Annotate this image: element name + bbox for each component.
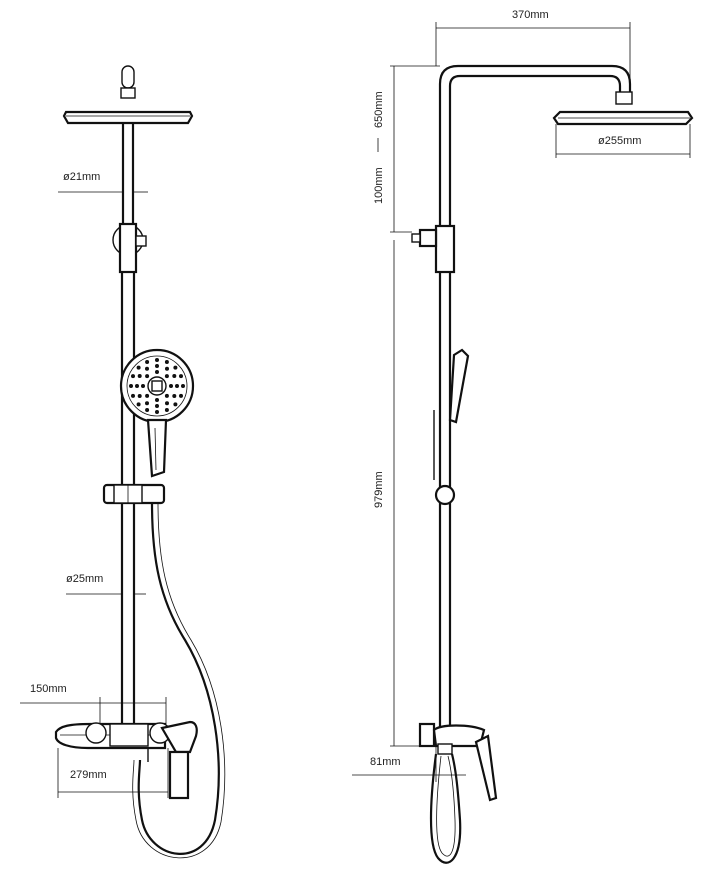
nozzle-dot — [131, 393, 135, 398]
nozzle-dot — [137, 394, 142, 398]
side-diverter-body — [434, 224, 456, 274]
nozzle-dot — [164, 360, 169, 364]
side-lever — [474, 734, 498, 802]
dim-label-150: 150mm — [30, 683, 67, 695]
nozzle-dot — [155, 364, 159, 368]
hose-inner — [132, 502, 226, 859]
hand-shower-nozzles — [129, 358, 185, 414]
shelf-mount — [109, 723, 149, 747]
nozzle-dot — [155, 410, 159, 414]
side-head-connector — [615, 91, 633, 105]
nozzle-dot — [145, 360, 150, 364]
side-diverter-tip — [411, 233, 421, 243]
nozzle-dot — [155, 370, 159, 374]
mixer-body — [168, 750, 190, 800]
left-connector — [85, 722, 107, 744]
nozzle-dot — [173, 365, 178, 370]
rain-head-front — [62, 110, 194, 125]
nozzle-dot — [145, 393, 150, 398]
dim-label-370: 370mm — [512, 9, 549, 21]
handle-detail — [154, 427, 157, 471]
nozzle-dot — [179, 393, 183, 398]
dim-label-100: 100mm — [373, 167, 385, 204]
hose-outer — [137, 502, 220, 855]
nozzle-dot — [175, 384, 179, 388]
dim-label-25: ø25mm — [66, 573, 103, 585]
top-cap — [121, 65, 135, 89]
side-hose-inner — [436, 755, 456, 857]
nozzle-dot — [169, 384, 173, 388]
nozzle-dot — [145, 366, 149, 371]
side-view — [411, 64, 694, 864]
mixer-lever — [160, 720, 198, 754]
nozzle-dot — [164, 408, 169, 412]
nozzle-dot — [129, 384, 133, 388]
diverter-body — [118, 222, 138, 274]
head-connector — [120, 87, 136, 99]
dim-label-21: ø21mm — [63, 171, 100, 183]
nozzle-dot — [165, 366, 169, 371]
nozzle-dot — [181, 384, 185, 388]
nozzle-dot — [179, 374, 183, 379]
dim-label-81: 81mm — [370, 756, 401, 768]
nozzle-dot — [164, 393, 169, 398]
side-outlet — [437, 743, 453, 755]
nozzle-dot — [164, 374, 169, 379]
hand-shower-center-square — [151, 380, 163, 392]
dim-label-650: 650mm — [373, 91, 385, 128]
nozzle-dot — [131, 374, 135, 379]
nozzle-dot — [155, 358, 159, 362]
side-dimensions: 370mm 650mm 100mm ø255mm 979mm 81mm — [352, 9, 691, 782]
hand-shower-handle — [146, 418, 168, 478]
nozzle-dot — [135, 384, 139, 388]
dim-label-979: 979mm — [373, 471, 385, 508]
nozzle-dot — [173, 402, 178, 407]
front-view — [54, 65, 226, 859]
arm-inner — [448, 74, 622, 226]
nozzle-dot — [165, 401, 169, 406]
nozzle-dot — [145, 408, 150, 412]
arm-outer — [438, 64, 632, 226]
dim-label-255: ø255mm — [598, 135, 641, 147]
front-dimensions: ø21mm ø25mm 150mm 279mm — [20, 171, 169, 798]
nozzle-dot — [172, 394, 177, 398]
nozzle-dot — [172, 374, 177, 378]
side-hose-outer — [429, 753, 462, 864]
nozzle-dot — [137, 374, 142, 378]
side-wall-flange — [418, 722, 436, 748]
nozzle-dot — [141, 384, 145, 388]
side-diverter-knob — [418, 228, 438, 248]
hand-shower-ring — [126, 355, 188, 417]
side-hand-shower — [448, 348, 470, 424]
nozzle-dot — [145, 401, 149, 406]
nozzle-dot — [155, 398, 159, 402]
nozzle-dot — [145, 374, 150, 379]
side-slider-knob — [434, 484, 456, 506]
nozzle-dot — [136, 402, 141, 407]
diverter-lever — [135, 235, 147, 247]
nozzle-dot — [155, 404, 159, 408]
nozzle-dot — [136, 365, 141, 370]
dim-label-279: 279mm — [70, 769, 107, 781]
